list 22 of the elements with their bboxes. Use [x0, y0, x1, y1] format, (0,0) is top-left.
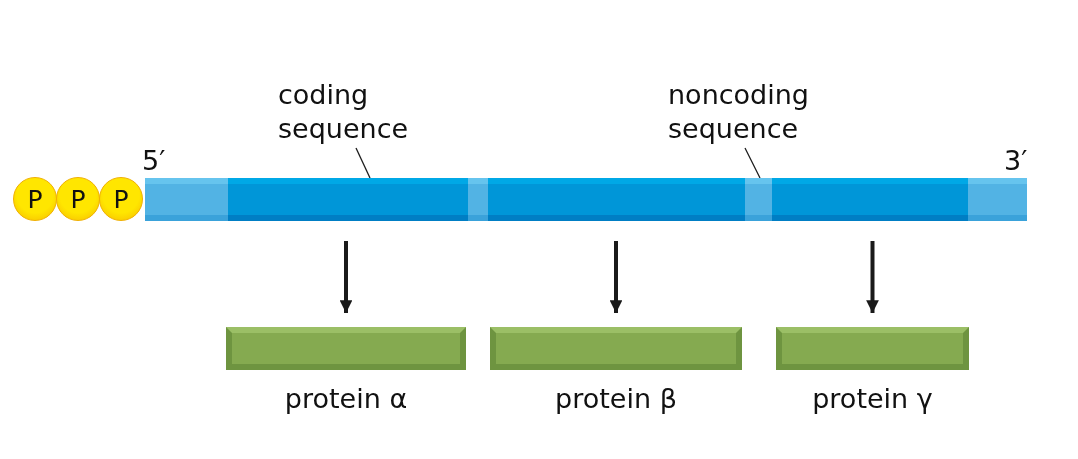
arrow	[866, 241, 879, 313]
protein-label: protein γ	[812, 382, 933, 416]
leader-line	[744, 147, 761, 179]
phosphate-circle: P	[13, 177, 57, 221]
protein-label: protein α	[284, 382, 408, 416]
arrow	[609, 241, 623, 313]
coding-segment	[772, 178, 968, 221]
protein-label: protein β	[555, 382, 677, 416]
coding-segment	[228, 178, 468, 221]
callout-label: coding sequence	[278, 78, 428, 146]
end-label: 5′	[142, 144, 166, 178]
noncoding-segment	[468, 178, 488, 221]
noncoding-segment	[968, 178, 1027, 221]
phosphate-circle: P	[56, 177, 100, 221]
end-label: 3′	[1004, 144, 1028, 178]
noncoding-segment	[145, 178, 228, 221]
noncoding-segment	[745, 178, 772, 221]
callout-label: noncoding sequence	[668, 78, 838, 146]
arrow	[339, 241, 353, 313]
phosphate-circle: P	[99, 177, 143, 221]
coding-segment	[488, 178, 745, 221]
leader-line	[355, 147, 371, 179]
